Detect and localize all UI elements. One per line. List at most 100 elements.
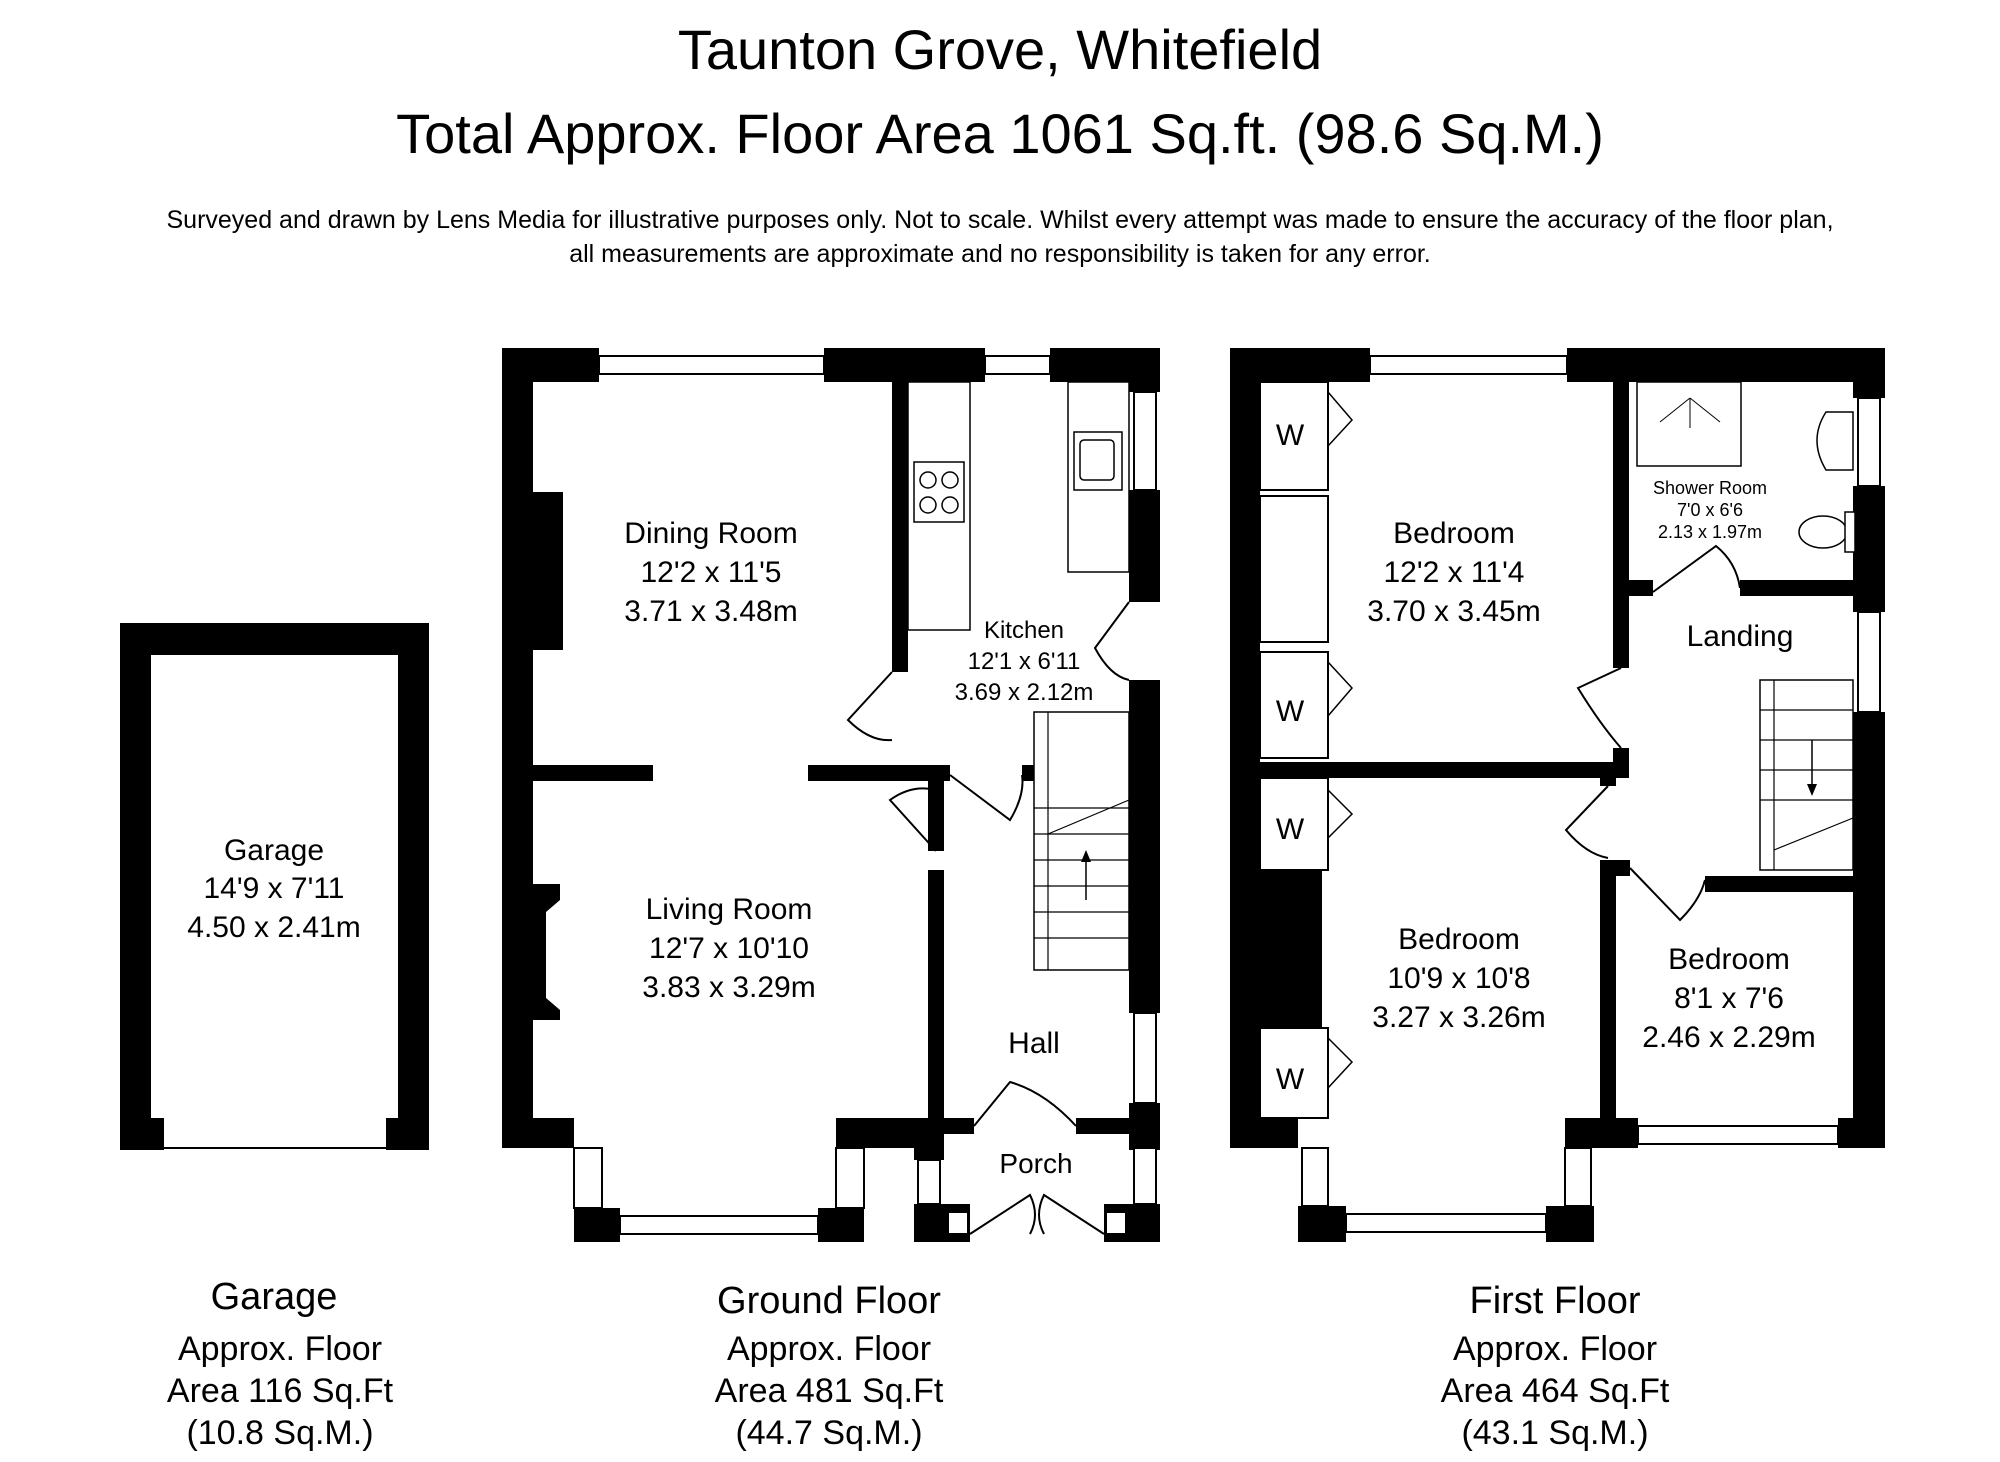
living-hall-wall [928, 781, 944, 851]
dining-window [598, 355, 825, 375]
ff-wall-top-b [1567, 348, 1885, 382]
gf-wall-bottom-left [502, 1118, 574, 1148]
ground-floor-name: Ground Floor [717, 1280, 941, 1322]
bedroom3-window [1637, 1125, 1839, 1145]
landing-room-name: Landing [1687, 620, 1794, 653]
bedroom2-room-imperial: 10'9 x 10'8 [1387, 962, 1530, 995]
shower-tray-mark [1689, 397, 1721, 423]
kitchen-room-name: Kitchen [984, 617, 1064, 644]
shower-room-name: Shower Room [1653, 478, 1767, 498]
garage-floor-name: Garage [211, 1276, 338, 1318]
dining-room-name: Dining Room [624, 517, 797, 550]
wardrobe-door-2 [1327, 661, 1354, 717]
hob-ring [941, 471, 959, 489]
garage-room-metric: 4.50 x 2.41m [187, 911, 360, 944]
garage-wall-right [398, 623, 429, 1150]
gf-wall-right-b [1129, 490, 1160, 602]
dining-living-wall-right [808, 765, 950, 781]
porch-side-window-left [947, 1211, 969, 1235]
first-floor-line1: Approx. Floor [1453, 1330, 1657, 1368]
disclaimer-line-1: Surveyed and drawn by Lens Media for ill… [166, 206, 1834, 234]
first-staircase [1759, 679, 1854, 871]
shower-tray-mark [1659, 397, 1691, 423]
bedroom1-landing-wall [1613, 596, 1629, 668]
room-labels: Garage 14'9 x 7'11 4.50 x 2.41m Dining R… [187, 419, 1815, 1179]
living-room-imperial: 12'7 x 10'10 [649, 932, 809, 965]
ground-floor-line3: (44.7 Sq.M.) [735, 1414, 922, 1452]
wardrobe-3 [1259, 777, 1329, 871]
ff-wall-left [1230, 348, 1260, 1148]
wardrobe-1 [1259, 381, 1329, 491]
porch-wall-top-left [944, 1118, 974, 1134]
bedroom1-bedroom2-wall [1260, 762, 1629, 778]
shower-tray [1636, 381, 1742, 467]
cupboard-middle [1259, 495, 1329, 643]
kitchen-room-imperial: 12'1 x 6'11 [968, 648, 1081, 675]
page-title: Taunton Grove, Whitefield [677, 18, 1323, 81]
disclaimer-line-2: all measurements are approximate and no … [569, 240, 1431, 268]
living-room-metric: 3.83 x 3.29m [642, 971, 815, 1004]
bedroom2-bay-corner-left [1298, 1206, 1346, 1242]
wardrobe-door-4 [1327, 1037, 1354, 1089]
toilet-cistern [1844, 511, 1856, 553]
hob-ring [941, 496, 959, 514]
first-floor-line2: Area 464 Sq.Ft [1441, 1372, 1670, 1410]
kitchen-sink-basin [1079, 439, 1115, 481]
dining-living-wall-left [533, 765, 653, 781]
bedroom1-room-metric: 3.70 x 3.45m [1367, 595, 1540, 628]
bedroom2-bay-window-front [1345, 1213, 1547, 1233]
ff-chimney [1260, 870, 1322, 1028]
hob-ring [919, 471, 937, 489]
wardrobe-label: W [1276, 695, 1305, 728]
bedroom3-room-metric: 2.46 x 2.29m [1642, 1021, 1815, 1054]
garage-plan [120, 623, 429, 1150]
bedroom2-room-metric: 3.27 x 3.26m [1372, 1001, 1545, 1034]
bedroom2-bedroom3-wall [1600, 860, 1616, 1118]
dining-room-imperial: 12'2 x 11'5 [640, 556, 781, 589]
living-room-name: Living Room [646, 893, 813, 926]
porch-front-door-left [969, 1193, 1036, 1235]
kitchen-window-top [984, 355, 1051, 375]
shower-window [1857, 397, 1881, 487]
garage-floor-line2: Area 116 Sq.Ft [167, 1372, 394, 1410]
kitchen-room-metric: 3.69 x 2.12m [955, 679, 1094, 706]
garage-floor-line1: Approx. Floor [178, 1330, 382, 1368]
bedroom3-room-imperial: 8'1 x 7'6 [1674, 982, 1784, 1015]
garage-room-imperial: 14'9 x 7'11 [203, 872, 344, 905]
ground-floor-line2: Area 481 Sq.Ft [715, 1372, 944, 1410]
wardrobe-label: W [1276, 419, 1305, 452]
gf-wall-top-b [824, 348, 985, 382]
wardrobe-door-1 [1327, 391, 1354, 447]
total-area-subtitle: Total Approx. Floor Area 1061 Sq.ft. (98… [396, 102, 1604, 165]
bedroom1-window [1369, 355, 1568, 375]
shower-room-wall-bottom [1613, 580, 1653, 596]
garage-wall-top [120, 623, 429, 655]
wash-basin [1816, 411, 1854, 471]
garage-wall-bottom-left [120, 1118, 164, 1150]
bedroom2-room-name: Bedroom [1398, 923, 1520, 956]
porch-window-left [917, 1159, 941, 1205]
porch-front-door-right [1038, 1193, 1105, 1235]
porch-wall-top-right [1076, 1118, 1160, 1134]
ff-wall-right-b [1853, 486, 1885, 586]
wardrobe-label: W [1276, 1063, 1305, 1096]
wardrobe-2 [1259, 651, 1329, 759]
floor-captions: Garage Approx. Floor Area 116 Sq.Ft (10.… [167, 1276, 1670, 1452]
living-bay-corner-right [818, 1208, 864, 1242]
bedroom2-bay-window-left [1301, 1147, 1329, 1207]
dining-room-metric: 3.71 x 3.48m [624, 595, 797, 628]
hob-ring [919, 496, 937, 514]
wardrobe-label: W [1276, 813, 1305, 846]
bedroom2-bay-corner-right [1546, 1206, 1594, 1242]
kitchen-dining-wall [892, 382, 908, 672]
chimney-breast-dining [533, 492, 563, 650]
first-floor-plan [1230, 348, 1885, 1242]
garage-wall-bottom-right [386, 1118, 429, 1150]
first-floor-name: First Floor [1470, 1280, 1641, 1322]
bedroom1-room-imperial: 12'2 x 11'4 [1383, 556, 1524, 589]
living-bay-window-left [573, 1147, 603, 1209]
toilet [1798, 515, 1848, 549]
garage-room-name: Garage [224, 834, 324, 867]
kitchen-hall-door [949, 774, 1024, 822]
